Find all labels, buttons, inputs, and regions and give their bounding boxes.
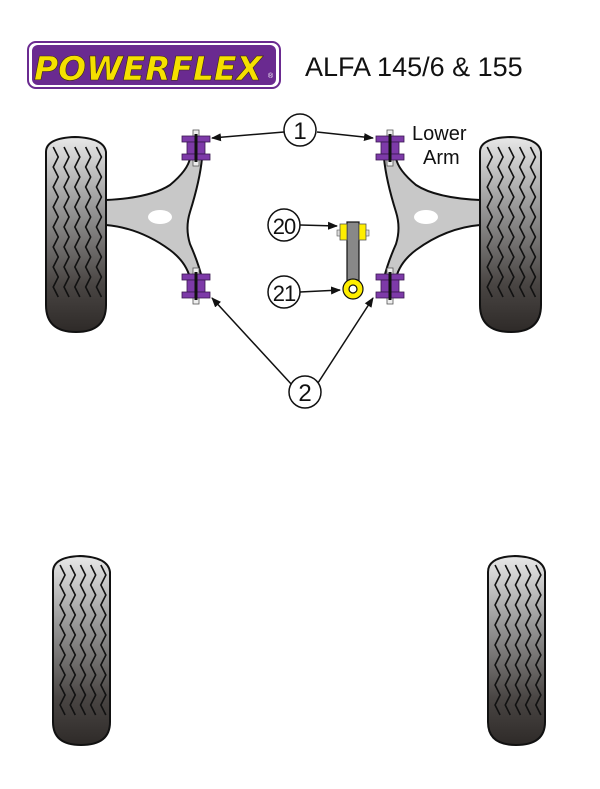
link-bar (346, 221, 360, 287)
right-lower-arm (382, 157, 481, 279)
tread-line (63, 146, 70, 298)
front-left-tyre (45, 135, 107, 334)
page-title: ALFA 145/6 & 155 (305, 52, 523, 82)
tread-line (89, 564, 97, 716)
tread-line (497, 146, 504, 298)
lower-arm-label-line1: Lower (412, 123, 467, 145)
tread-line (529, 146, 537, 298)
arrow-2-left (211, 297, 294, 387)
tread-line (59, 564, 66, 716)
tread-line (99, 564, 107, 716)
tread-line (73, 146, 81, 298)
tread-line (504, 564, 512, 716)
brand-name: POWERFLEX (34, 49, 264, 88)
callout-2: 2 (288, 375, 322, 409)
tread-line (507, 146, 515, 298)
tread-line (79, 564, 87, 716)
arrow-21 (299, 286, 341, 295)
bush-2-right (375, 267, 405, 305)
callout-2-label: 2 (298, 380, 311, 407)
front-right-tyre (479, 135, 542, 334)
bush-1-right (375, 129, 405, 167)
callout-21-label: 21 (273, 281, 296, 306)
tread-line (486, 146, 494, 298)
bush-20-right (358, 223, 367, 241)
arrow-1-left (211, 131, 285, 142)
callout-20: 20 (267, 208, 301, 242)
callout-1-label: 1 (293, 118, 306, 145)
tread-line (524, 564, 532, 716)
rear-left-tyre (52, 554, 111, 747)
bush-20-left (339, 223, 348, 241)
bush-2-left (181, 267, 211, 305)
tread-line (84, 146, 92, 298)
callout-1: 1 (283, 113, 317, 147)
tread-line (52, 146, 60, 298)
registered-mark: ® (268, 72, 274, 80)
tread-line (534, 564, 542, 716)
left-lower-arm (105, 157, 204, 279)
arrow-2-right (315, 297, 374, 387)
rear-right-tyre (487, 554, 546, 747)
callout-21: 21 (267, 275, 301, 309)
tread-line (95, 146, 103, 298)
tread-line (69, 564, 77, 716)
tread-line (514, 564, 522, 716)
callout-arrows (211, 131, 374, 387)
lower-arm-label-line2: Arm (423, 147, 460, 169)
bush-1-left (181, 129, 211, 167)
powerflex-logo: POWERFLEX ® (27, 41, 281, 89)
tread-line (494, 564, 501, 716)
arrow-20 (299, 221, 338, 230)
tread-line (518, 146, 526, 298)
engine-mount-link (336, 221, 370, 300)
callout-20-label: 20 (273, 214, 296, 239)
arrow-1-right (316, 131, 374, 142)
